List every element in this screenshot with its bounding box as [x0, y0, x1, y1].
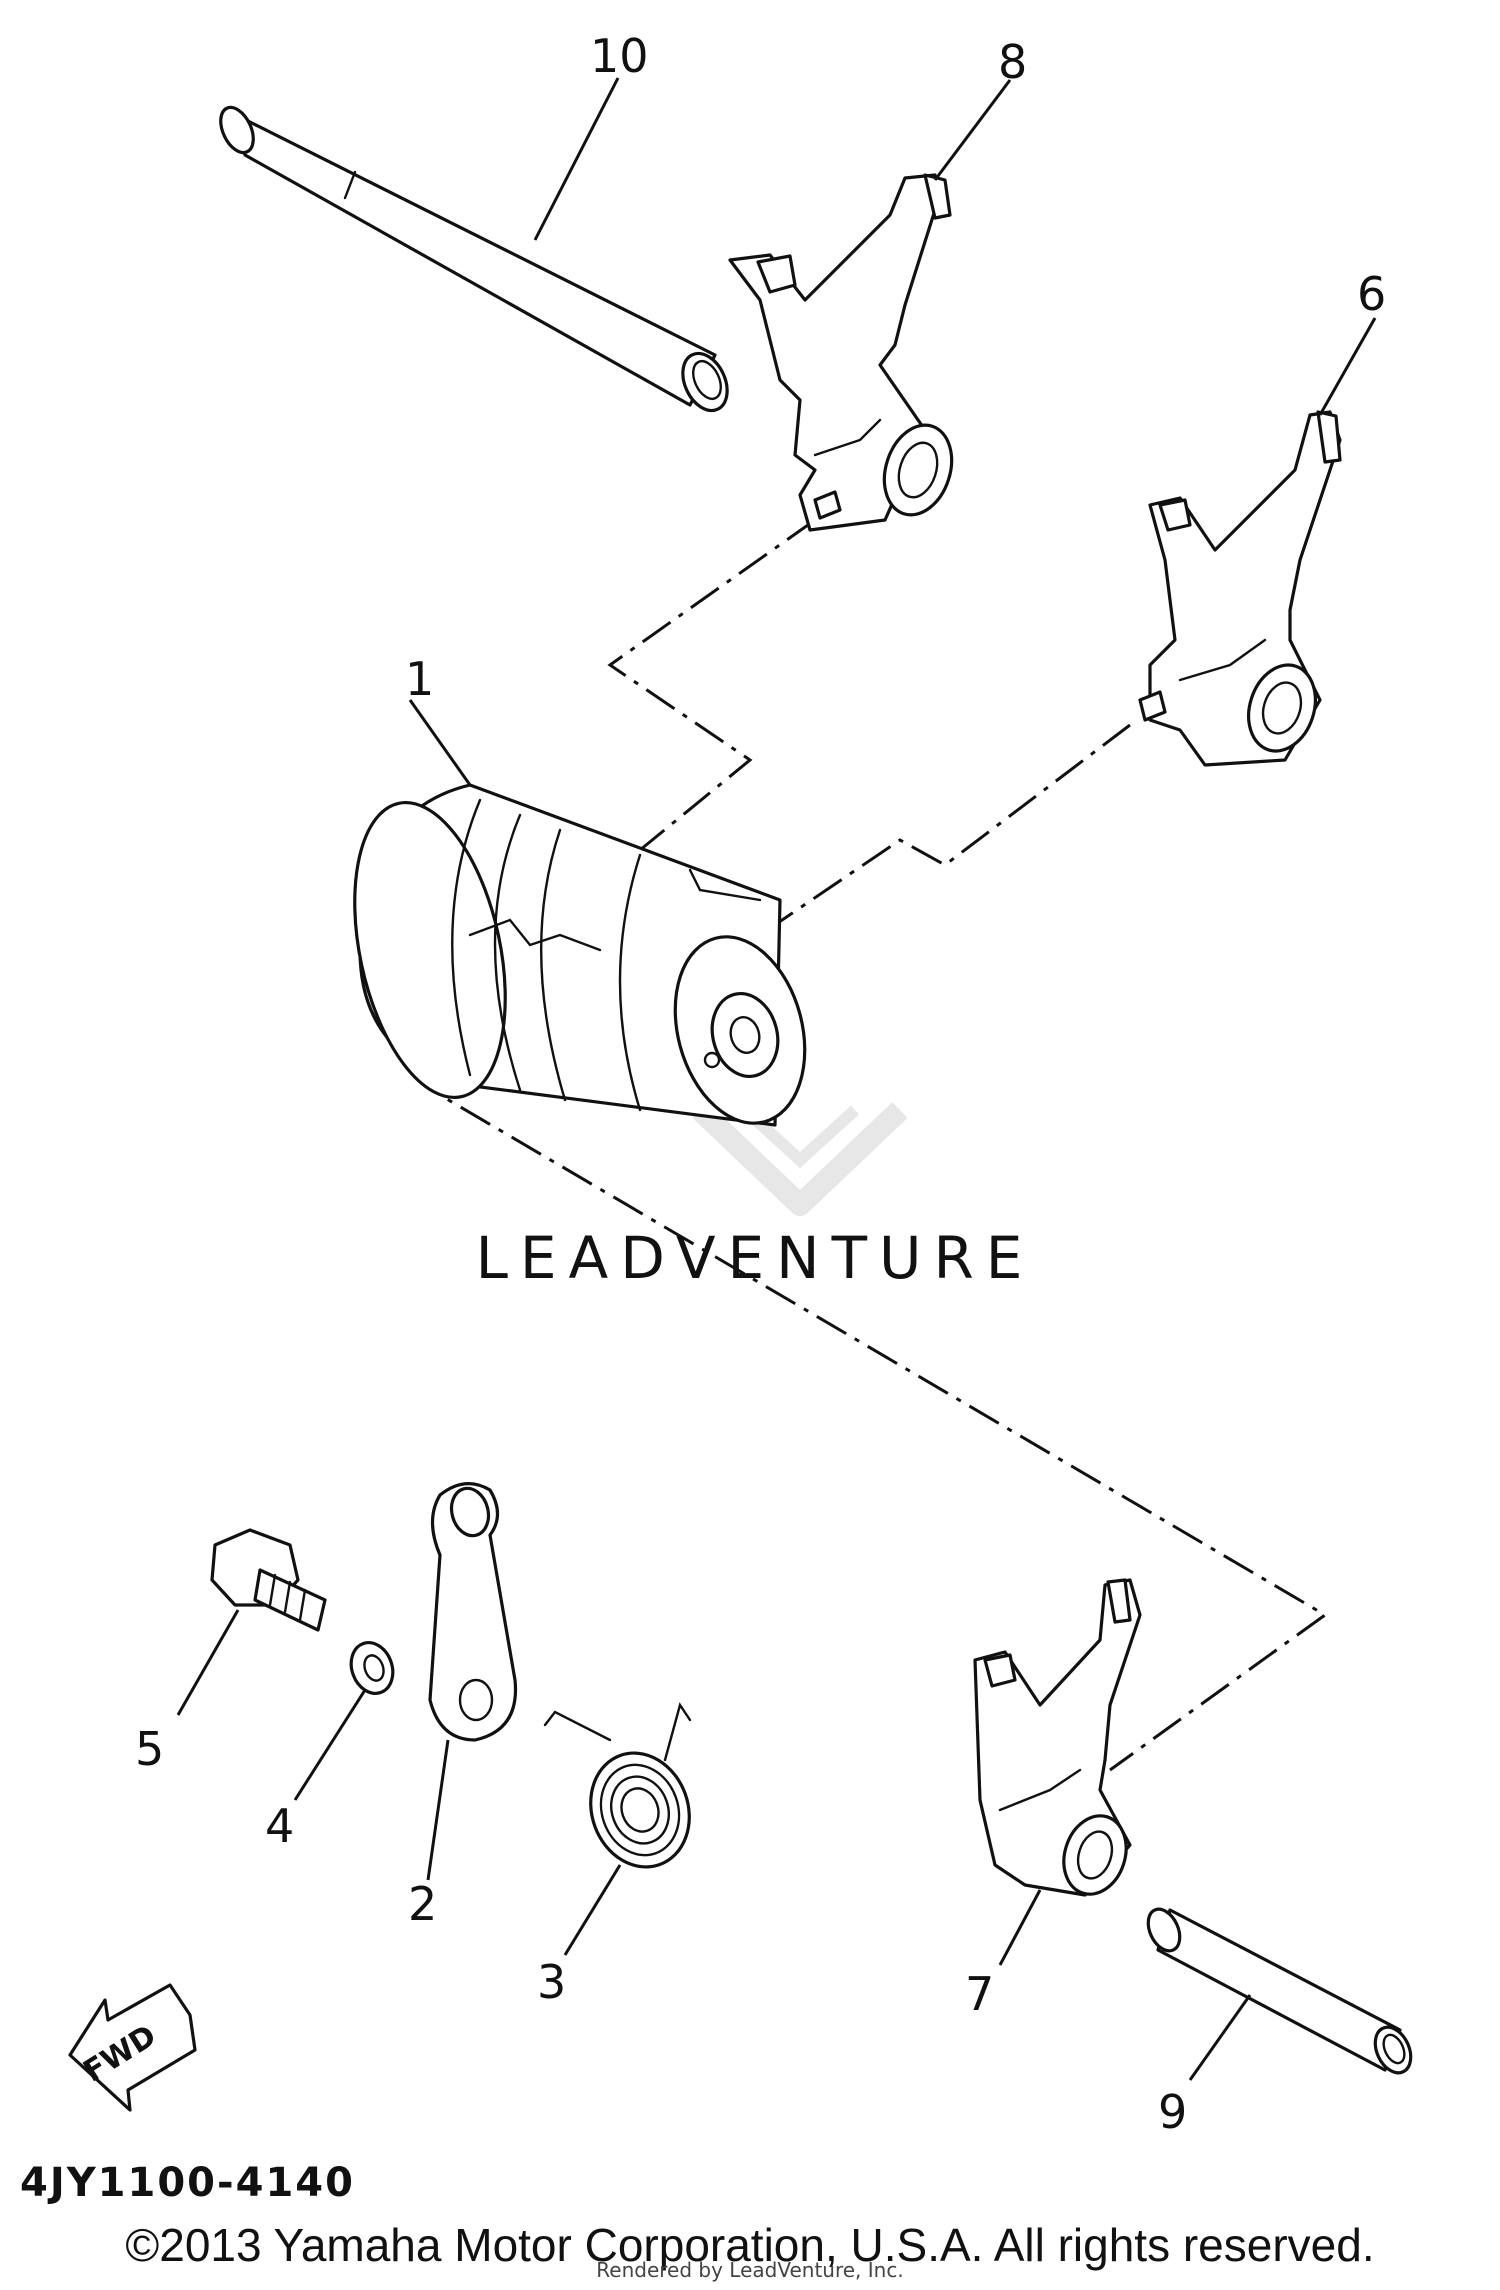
part-1-shift-cam — [353, 783, 807, 1127]
callout-5: 5 — [135, 1722, 164, 1776]
part-4-washer — [349, 1641, 395, 1695]
part-8-shift-fork — [728, 173, 954, 532]
part-10-shaft — [219, 105, 729, 413]
part-6-shift-fork — [1138, 410, 1342, 767]
callout-4: 4 — [265, 1799, 294, 1853]
callout-2: 2 — [408, 1877, 437, 1931]
assembly-line-7 — [436, 1053, 1328, 1772]
part-5-bolt — [210, 1528, 327, 1632]
assembly-line-6 — [759, 723, 1131, 937]
assembly-line-8 — [607, 518, 816, 852]
part-2-stopper-lever — [428, 1482, 518, 1742]
callout-10: 10 — [590, 29, 649, 83]
callout-3: 3 — [537, 1955, 566, 2009]
fwd-arrow-icon: FWD — [68, 1983, 197, 2112]
watermark-text: LEADVENTURE — [476, 1224, 1035, 1292]
watermark-logo-icon — [692, 1102, 908, 1216]
part-7-shift-fork — [973, 1578, 1142, 1897]
rendered-by-text: Rendered by LeadVenture, Inc. — [596, 2258, 904, 2282]
callout-8: 8 — [998, 35, 1027, 89]
callout-7: 7 — [965, 1967, 994, 2021]
drawing-number: 4JY1100-4140 — [20, 2160, 355, 2206]
part-9-guide-bar — [1146, 1907, 1413, 2075]
callout-6: 6 — [1357, 267, 1386, 321]
callout-9: 9 — [1158, 2085, 1187, 2139]
part-3-spring — [543, 1702, 692, 1869]
copyright-text: ©2013 Yamaha Motor Corporation, U.S.A. A… — [125, 2219, 1375, 2271]
callout-1: 1 — [405, 652, 434, 706]
